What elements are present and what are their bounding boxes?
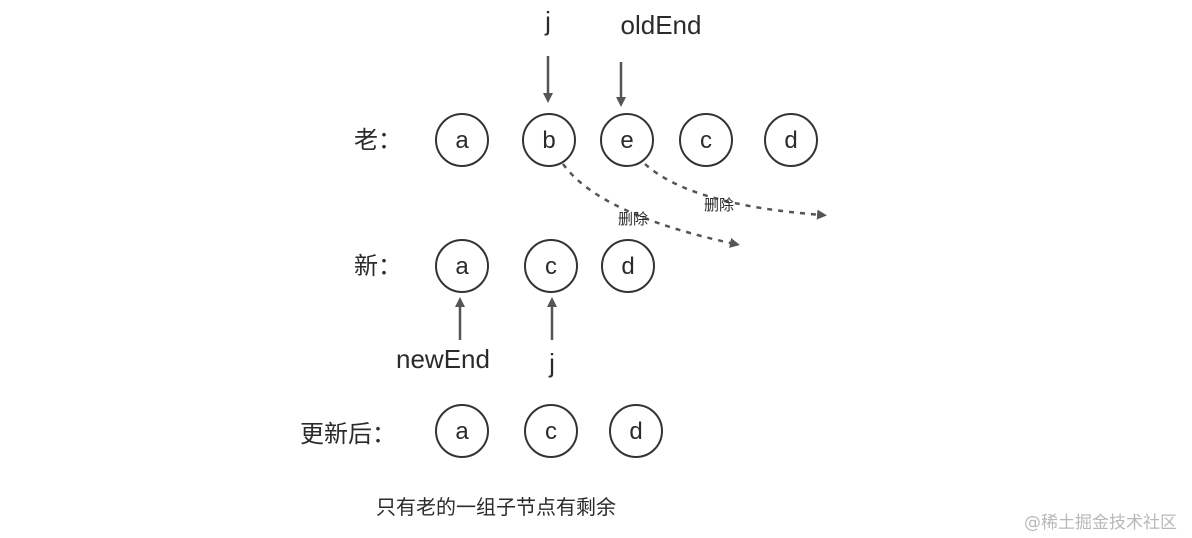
old-node-d: d: [764, 113, 818, 167]
old-node-e: e: [600, 113, 654, 167]
old-node-c: c: [679, 113, 733, 167]
updated-node-c-label: c: [545, 418, 557, 445]
row-label-new: 新：: [354, 252, 402, 280]
row-label-updated: 更新后：: [300, 420, 396, 448]
new-node-a: a: [435, 239, 489, 293]
pointer-new-j-label: j: [548, 348, 555, 378]
pointer-old-end-label: oldEnd: [621, 10, 702, 40]
old-node-b-label: b: [542, 127, 555, 154]
caption: 只有老的一组子节点有剩余: [376, 495, 616, 519]
new-node-d-label: d: [621, 253, 634, 280]
new-node-a-label: a: [455, 253, 469, 280]
new-node-c-label: c: [545, 253, 557, 280]
pointer-old-j-label: j: [544, 6, 551, 36]
old-node-b: b: [522, 113, 576, 167]
new-node-c: c: [524, 239, 578, 293]
row-label-old: 老：: [354, 126, 402, 154]
old-node-c-label: c: [700, 127, 712, 154]
updated-node-d: d: [609, 404, 663, 458]
updated-node-d-label: d: [629, 418, 642, 445]
updated-node-a: a: [435, 404, 489, 458]
dashed-arrow-delete-e: [644, 163, 827, 220]
dashed-arrow-delete-b: [561, 163, 740, 248]
old-node-a: a: [435, 113, 489, 167]
delete-label-b: 删除: [618, 210, 648, 228]
old-node-e-label: e: [620, 127, 633, 154]
old-node-d-label: d: [784, 127, 797, 154]
updated-node-c: c: [524, 404, 578, 458]
old-node-a-label: a: [455, 127, 469, 154]
new-node-d: d: [601, 239, 655, 293]
updated-node-a-label: a: [455, 418, 469, 445]
pointer-new-end-label: newEnd: [396, 344, 490, 374]
watermark: @稀土掘金技术社区: [1024, 513, 1177, 533]
delete-label-e: 删除: [704, 196, 734, 214]
